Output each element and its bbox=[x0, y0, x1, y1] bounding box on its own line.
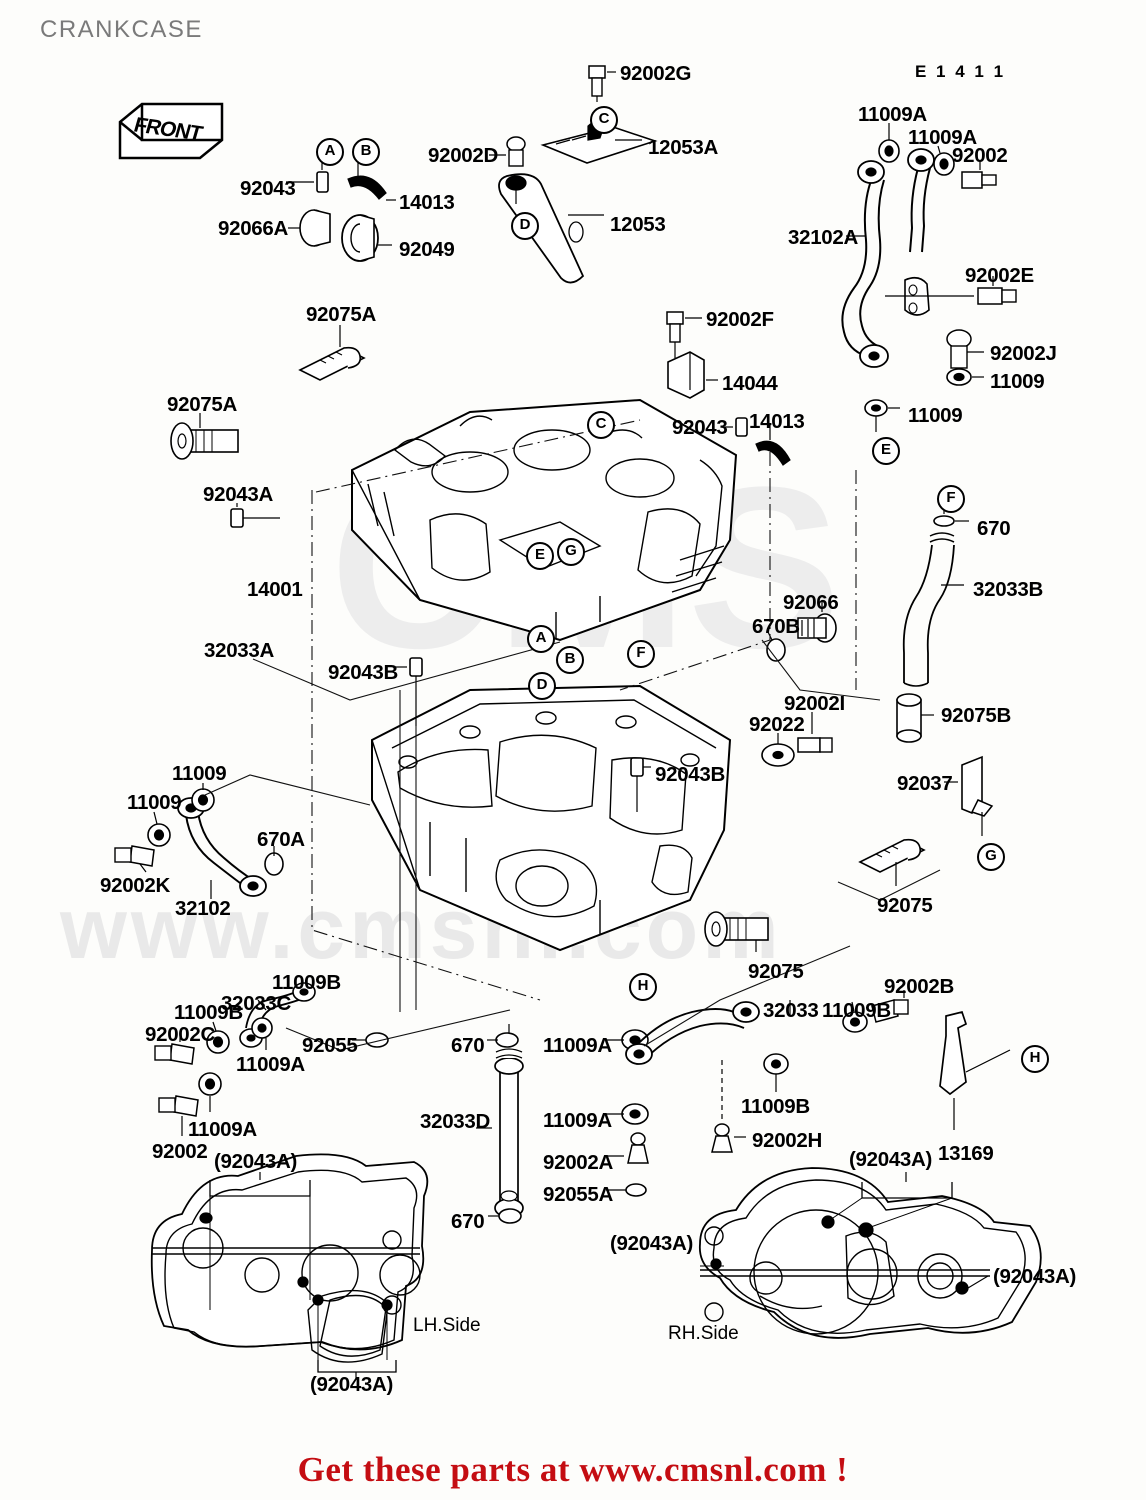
part-label-92055: 92055 bbox=[302, 1034, 358, 1057]
part-label-92043: 92043 bbox=[240, 177, 296, 200]
view-label-rh-side: RH.Side bbox=[668, 1323, 739, 1344]
ref-circle-d-top: D bbox=[511, 212, 539, 240]
part-label-670-3: 670 bbox=[451, 1210, 485, 1233]
part-label-670B: 670B bbox=[752, 615, 800, 638]
part-label-92043A-rh-right: (92043A) bbox=[993, 1265, 1077, 1288]
ref-circle-h-case: H bbox=[629, 973, 657, 1001]
part-label-32102: 32102 bbox=[175, 897, 231, 920]
part-label-92002C: 92002C bbox=[145, 1023, 216, 1046]
ref-circle-e-pipe: E bbox=[872, 437, 900, 465]
ref-circle-a-top: A bbox=[316, 138, 344, 166]
part-label-92075-2: 92075 bbox=[748, 960, 804, 983]
page-title: CRANKCASE bbox=[40, 16, 203, 43]
part-label-92043B: 92043B bbox=[328, 661, 399, 684]
part-label-92075A-2: 92075A bbox=[167, 393, 238, 416]
part-label-92049: 92049 bbox=[399, 238, 455, 261]
part-label-14013: 14013 bbox=[399, 191, 455, 214]
part-label-92022: 92022 bbox=[749, 713, 805, 736]
part-label-11009B-3: 11009B bbox=[174, 1001, 243, 1024]
part-label-92002A: 92002A bbox=[543, 1151, 614, 1174]
ref-circle-f-lower: F bbox=[627, 640, 655, 668]
ref-circle-b-top: B bbox=[352, 138, 380, 166]
part-label-92075A: 92075A bbox=[306, 303, 377, 326]
part-label-11009A-4: 11009A bbox=[236, 1053, 305, 1076]
part-label-92002E: 92002E bbox=[965, 264, 1034, 287]
part-label-670-2: 670 bbox=[451, 1034, 485, 1057]
part-label-32033B: 32033B bbox=[973, 578, 1044, 601]
part-label-11009B: 11009B bbox=[272, 971, 341, 994]
front-direction-badge: FRONT bbox=[118, 100, 224, 164]
part-label-92043A-lh-top: (92043A) bbox=[214, 1150, 298, 1173]
part-label-92043A-rh-left: (92043A) bbox=[610, 1232, 694, 1255]
part-label-92002K: 92002K bbox=[100, 874, 171, 897]
part-label-92002D: 92002D bbox=[428, 144, 499, 167]
part-label-92075B: 92075B bbox=[941, 704, 1012, 727]
part-label-92002: 92002 bbox=[952, 144, 1008, 167]
diagram-code: E 1 4 1 1 bbox=[915, 62, 1006, 81]
part-label-11009A-5: 11009A bbox=[188, 1118, 257, 1141]
part-label-32033A: 32033A bbox=[204, 639, 275, 662]
part-label-14013-2: 14013 bbox=[749, 410, 805, 433]
part-label-11009: 11009 bbox=[990, 370, 1045, 393]
part-label-11009A: 11009A bbox=[858, 103, 927, 126]
ref-circle-h-plate: H bbox=[1021, 1045, 1049, 1073]
part-label-14001: 14001 bbox=[247, 578, 303, 601]
ref-circle-a-lower: A bbox=[527, 625, 555, 653]
part-label-11009B-2: 11009B bbox=[822, 999, 891, 1022]
part-label-92066: 92066 bbox=[783, 591, 839, 614]
part-label-92002G: 92002G bbox=[620, 62, 692, 85]
part-label-92043A-lh-bottom: (92043A) bbox=[310, 1373, 394, 1396]
part-label-92002B: 92002B bbox=[884, 975, 955, 998]
part-label-32033: 32033 bbox=[763, 999, 819, 1022]
part-label-11009A-6: 11009A bbox=[543, 1109, 612, 1132]
part-label-32033C: 32033C bbox=[221, 992, 292, 1015]
ref-circle-c-top: C bbox=[590, 106, 618, 134]
part-label-92075: 92075 bbox=[877, 894, 933, 917]
part-label-92002F: 92002F bbox=[706, 308, 774, 331]
part-label-92043A: 92043A bbox=[203, 483, 274, 506]
part-label-92043B-2: 92043B bbox=[655, 763, 726, 786]
part-label-92055A: 92055A bbox=[543, 1183, 614, 1206]
part-label-92066A: 92066A bbox=[218, 217, 289, 240]
ref-circle-d-lower: D bbox=[528, 672, 556, 700]
view-label-lh-side: LH.Side bbox=[413, 1315, 481, 1336]
part-label-92002J: 92002J bbox=[990, 342, 1057, 365]
part-label-92043-2: 92043 bbox=[672, 416, 728, 439]
part-label-92002H: 92002H bbox=[752, 1129, 823, 1152]
part-label-92002-2: 92002 bbox=[152, 1140, 208, 1163]
part-label-32033D: 32033D bbox=[420, 1110, 491, 1133]
part-label-11009B-4: 11009B bbox=[741, 1095, 810, 1118]
part-label-11009A-3: 11009A bbox=[543, 1034, 612, 1057]
footer-promo-text: Get these parts at www.cmsnl.com ! bbox=[297, 1450, 849, 1489]
part-label-670: 670 bbox=[977, 517, 1011, 540]
ref-circle-f-oring: F bbox=[937, 485, 965, 513]
part-label-11009A-2: 11009A bbox=[908, 126, 977, 149]
part-label-11009-4: 11009 bbox=[127, 791, 182, 814]
ref-circle-g-case: G bbox=[557, 538, 585, 566]
ref-circle-c-case: C bbox=[587, 411, 615, 439]
part-label-92037: 92037 bbox=[897, 772, 953, 795]
part-label-11009-3: 11009 bbox=[172, 762, 227, 785]
ref-circle-g-guide: G bbox=[977, 843, 1005, 871]
part-label-12053A: 12053A bbox=[648, 136, 719, 159]
part-label-12053: 12053 bbox=[610, 213, 666, 236]
part-label-11009-2: 11009 bbox=[908, 404, 963, 427]
part-label-32102A: 32102A bbox=[788, 226, 859, 249]
part-label-670A: 670A bbox=[257, 828, 305, 851]
part-label-92002I: 92002I bbox=[784, 692, 845, 715]
part-label-14044: 14044 bbox=[722, 372, 778, 395]
ref-circle-e-case: E bbox=[526, 542, 554, 570]
part-label-13169: 13169 bbox=[938, 1142, 994, 1165]
part-label-92043A-rh-top: (92043A) bbox=[849, 1148, 933, 1171]
ref-circle-b-lower: B bbox=[556, 646, 584, 674]
